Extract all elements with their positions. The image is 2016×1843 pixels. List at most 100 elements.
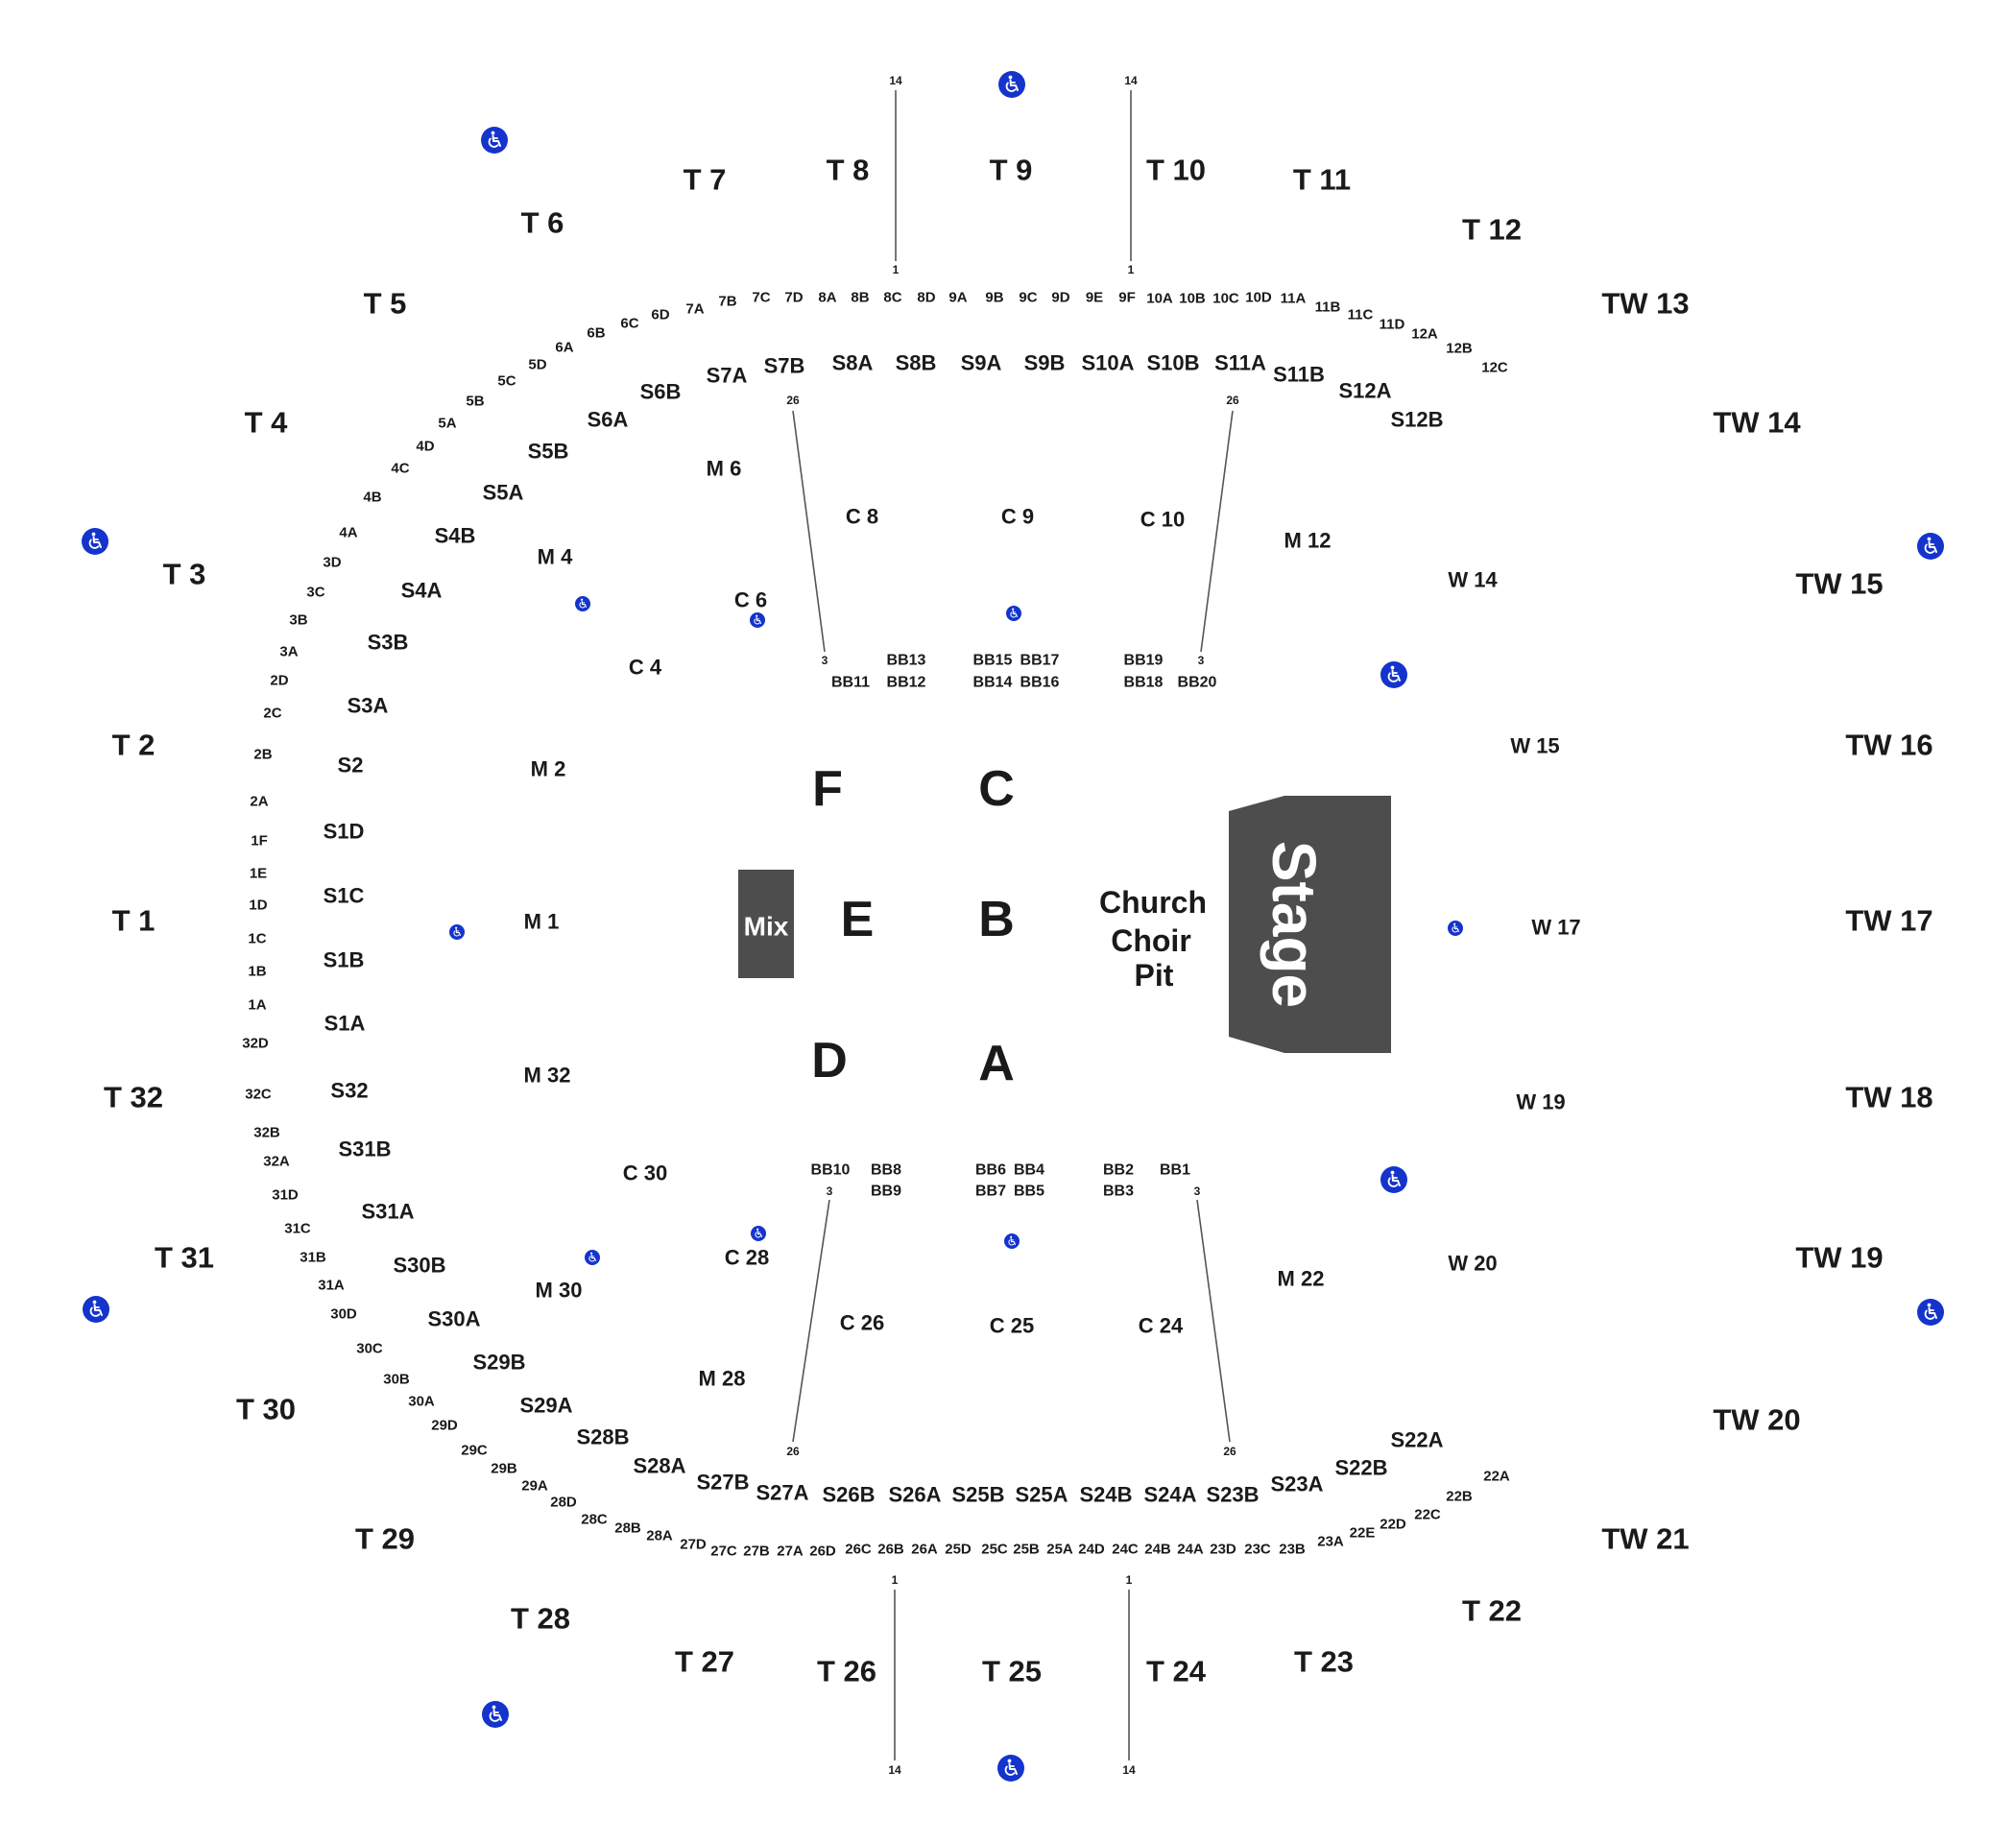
section-label: S1D [324, 820, 365, 844]
section-label: M 4 [538, 545, 573, 569]
row-label: 7A [685, 301, 704, 318]
row-label: 7C [752, 290, 770, 306]
box-seat-label: BB18 [1124, 675, 1164, 691]
wheelchair-icon [585, 1250, 600, 1265]
row-label: 31A [318, 1278, 345, 1294]
wheelchair-icon [997, 1755, 1024, 1782]
section-label: M 1 [524, 910, 560, 934]
aisle-row-number: 1 [893, 263, 900, 276]
row-label: 10A [1146, 291, 1173, 307]
box-seat-label: BB7 [975, 1184, 1006, 1200]
row-label: 28B [614, 1520, 641, 1537]
row-label: 1F [251, 833, 268, 850]
row-label: 26D [809, 1544, 836, 1560]
aisle-row-number: 3 [822, 654, 828, 667]
section-label: C 10 [1140, 508, 1185, 532]
row-label: 5A [438, 416, 456, 432]
section-label: S23A [1270, 1472, 1323, 1496]
stage-platform [1229, 796, 1391, 1053]
section-label: S31B [338, 1137, 391, 1161]
section-label: C 28 [725, 1246, 769, 1270]
section-label: S25A [1015, 1483, 1068, 1507]
row-label: 28A [646, 1528, 673, 1544]
row-label: 30C [356, 1341, 383, 1357]
section-label: S22B [1334, 1456, 1387, 1480]
tier-section-label: T 8 [827, 154, 870, 187]
section-label: C 24 [1139, 1314, 1184, 1338]
aisle-row-number: 1 [892, 1573, 899, 1587]
box-seat-label: BB10 [811, 1162, 851, 1179]
section-label: S30B [393, 1254, 445, 1278]
aisle-row-number: 3 [1198, 654, 1205, 667]
tier-section-label: TW 17 [1845, 904, 1932, 938]
section-label: M 22 [1278, 1267, 1325, 1291]
tier-section-label: TW 20 [1713, 1403, 1800, 1437]
row-label: 22A [1483, 1469, 1510, 1485]
wheelchair-icon [1006, 606, 1021, 621]
row-label: 28C [581, 1512, 608, 1528]
section-label: S28B [576, 1425, 629, 1449]
row-label: 1E [250, 866, 267, 882]
box-seat-label: BB1 [1160, 1162, 1190, 1179]
stage-label: Stage [1260, 841, 1329, 1008]
section-label: S4A [401, 579, 443, 603]
mix-box [738, 870, 794, 978]
row-label: 24A [1177, 1542, 1204, 1558]
aisle-row-number: 26 [1223, 1445, 1236, 1458]
tier-section-label: T 32 [104, 1081, 163, 1114]
tier-section-label: T 9 [990, 154, 1033, 187]
section-label: S11A [1214, 351, 1266, 375]
section-label: S27A [756, 1481, 808, 1505]
section-label: W 19 [1516, 1090, 1565, 1114]
row-label: 1C [248, 931, 266, 947]
box-seat-label: BB5 [1014, 1184, 1044, 1200]
row-label: 27B [743, 1544, 770, 1560]
wheelchair-icon [481, 127, 508, 154]
wheelchair-icon [1448, 921, 1463, 936]
box-seat-label: BB13 [887, 653, 926, 669]
aisle-line [792, 1199, 830, 1443]
row-label: 32C [245, 1087, 272, 1103]
section-label: C 9 [1001, 505, 1034, 529]
mix-position: Mix [738, 870, 794, 978]
wheelchair-icon [1380, 1166, 1407, 1193]
aisle-row-number: 3 [1194, 1185, 1201, 1198]
section-label: S23B [1206, 1483, 1259, 1507]
section-label: S24B [1079, 1483, 1132, 1507]
aisle-line [792, 410, 826, 653]
row-label: 29B [491, 1461, 517, 1477]
tier-section-label: T 10 [1146, 154, 1206, 187]
box-seat-label: BB6 [975, 1162, 1006, 1179]
tier-section-label: T 23 [1294, 1645, 1354, 1679]
section-label: S10B [1146, 351, 1199, 375]
row-label: 2A [250, 794, 268, 810]
aisle-row-number: 1 [1126, 1573, 1133, 1587]
row-label: 1D [249, 898, 267, 914]
wheelchair-icon [449, 924, 465, 940]
section-label: S26A [888, 1483, 941, 1507]
tier-section-label: T 11 [1293, 163, 1351, 197]
row-label: 12B [1446, 341, 1473, 357]
floor-section-label: B [978, 892, 1015, 947]
row-label: 27C [710, 1544, 737, 1560]
church-choir-pit: Church Choir Pit [1099, 885, 1207, 993]
section-label: S5B [528, 440, 569, 464]
floor-section-label: E [841, 892, 875, 947]
tier-section-label: T 6 [521, 206, 564, 240]
section-label: S25B [951, 1483, 1004, 1507]
tier-section-label: TW 16 [1845, 729, 1932, 762]
row-label: 9F [1118, 290, 1136, 306]
row-label: 1A [248, 997, 266, 1014]
row-label: 29C [461, 1443, 488, 1459]
row-label: 9E [1086, 290, 1103, 306]
box-seat-label: BB12 [887, 675, 926, 691]
section-label: W 15 [1510, 734, 1559, 758]
section-label: S28A [633, 1454, 685, 1478]
box-seat-label: BB3 [1103, 1184, 1134, 1200]
box-seat-label: BB16 [1020, 675, 1060, 691]
row-label: 32A [263, 1154, 290, 1170]
tier-section-label: T 22 [1462, 1594, 1522, 1628]
row-label: 23A [1317, 1534, 1344, 1550]
row-label: 31D [272, 1187, 299, 1204]
